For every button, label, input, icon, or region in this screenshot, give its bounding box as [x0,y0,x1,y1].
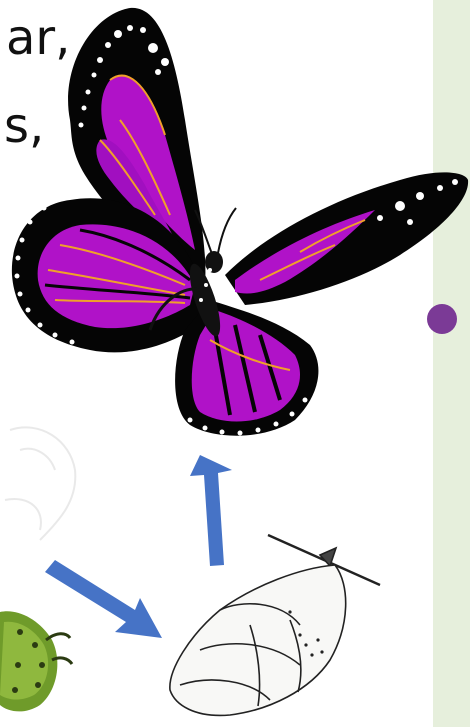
faint-sketch [5,427,75,540]
arrow-down-right [45,560,162,638]
lower-right-wing [175,300,318,436]
chrysalis-illustration [170,535,380,715]
butterfly-illustration [12,8,468,436]
right-wing [225,172,468,305]
caterpillar-illustration [0,611,72,711]
arrow-up [190,455,232,566]
